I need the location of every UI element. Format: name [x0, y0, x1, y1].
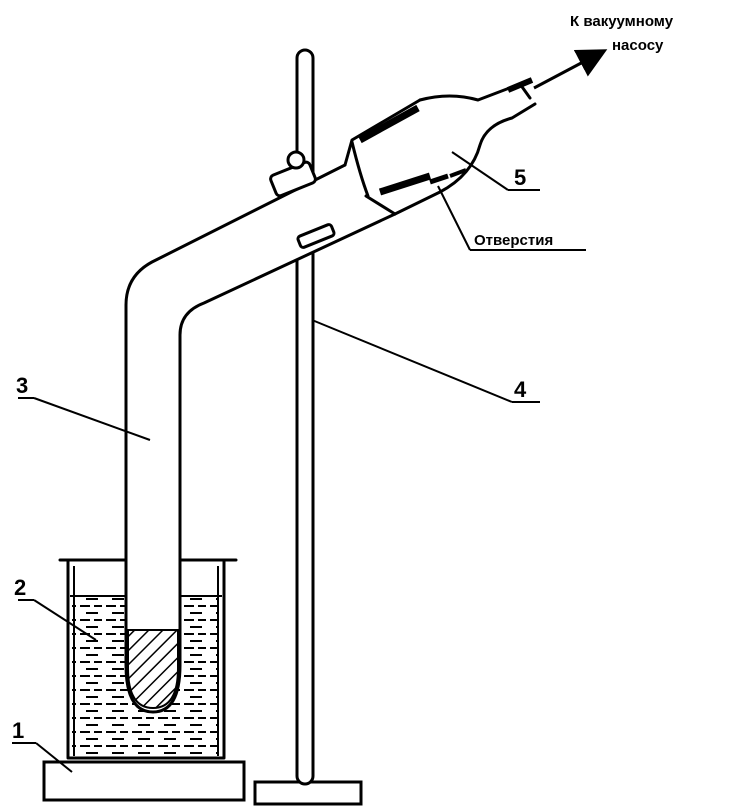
leader-lines	[12, 151, 586, 773]
label-4: 4	[514, 377, 527, 402]
label-2: 2	[14, 575, 26, 600]
opening-caption: Отверстия	[474, 232, 553, 249]
pump-caption-line1: К вакуумному	[570, 13, 674, 30]
stand-foot	[253, 780, 363, 806]
clamp	[269, 150, 336, 249]
base-plate	[42, 760, 246, 802]
label-3: 3	[16, 373, 28, 398]
sample	[127, 629, 179, 710]
adapter	[343, 77, 540, 216]
bent-tube	[124, 160, 415, 714]
label-5: 5	[514, 165, 526, 190]
pump-arrow	[533, 49, 608, 90]
label-1: 1	[12, 718, 24, 743]
pump-caption-line2: насосу	[612, 37, 664, 54]
